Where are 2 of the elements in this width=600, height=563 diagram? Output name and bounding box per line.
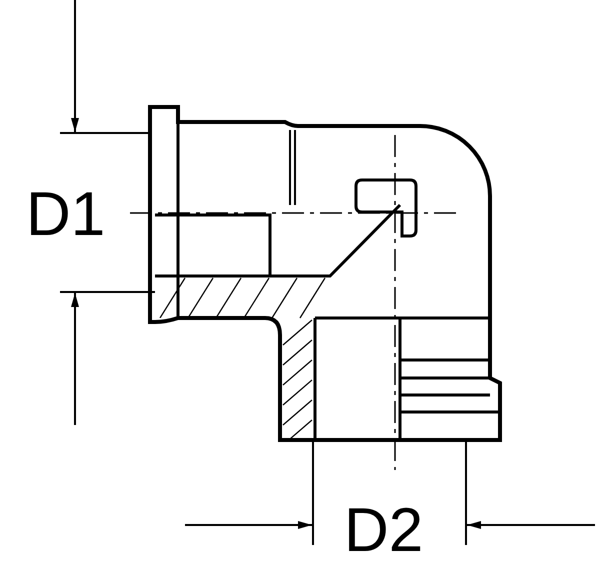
dimension-label: D1 xyxy=(26,184,106,246)
dimension-label: D2 xyxy=(344,500,424,562)
